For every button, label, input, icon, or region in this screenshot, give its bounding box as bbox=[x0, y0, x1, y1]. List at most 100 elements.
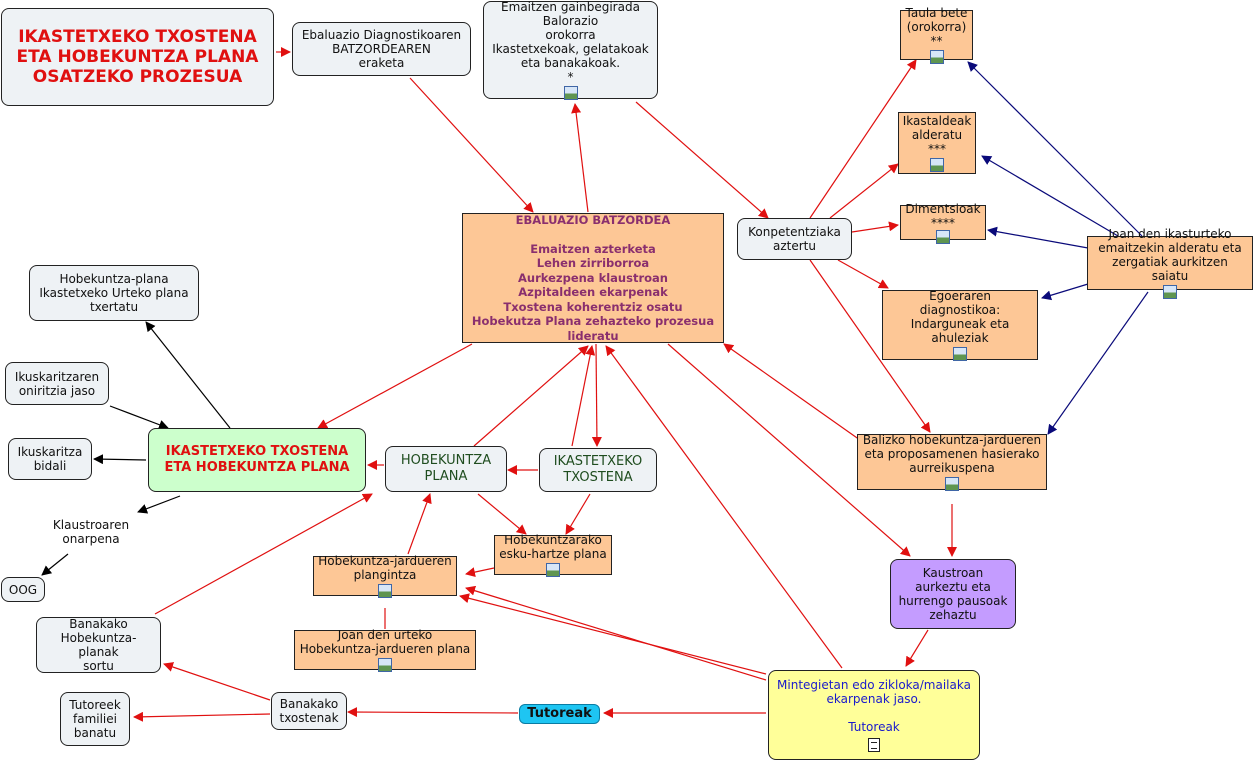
mintegietan-label: Mintegietan edo zikloka/mailaka ekarpena… bbox=[777, 678, 971, 734]
tutoreek-familiei-label: Tutoreek familiei banatu bbox=[69, 698, 121, 740]
taula-bete-node[interactable]: Taula bete (orokorra) ** bbox=[900, 6, 973, 64]
urteko-plana-label: Hobekuntza-plana Ikastetxeko Urteko plan… bbox=[39, 272, 189, 314]
link-mintegietan-to-plangintza-a bbox=[465, 585, 767, 681]
link-mintegietan-to-plangintza-b bbox=[459, 593, 767, 675]
hobekuntza-plana-label: HOBEKUNTZA PLANA bbox=[400, 453, 492, 484]
link-joan-to-balizko bbox=[1047, 291, 1149, 435]
link-eraketa-to-batzordea bbox=[409, 77, 534, 213]
ikastaldeak-node[interactable]: Ikastaldeak alderatu *** bbox=[898, 112, 976, 174]
link-mintegietan-to-batzordea bbox=[605, 345, 843, 669]
banakako-planak-label: Banakako Hobekuntza-planak sortu bbox=[60, 617, 137, 673]
txosten-plana-label: IKASTETXEKO TXOSTENA ETA HOBEKUNTZA PLAN… bbox=[164, 444, 350, 475]
banakako-planak-node[interactable]: Banakako Hobekuntza-planak sortu bbox=[36, 617, 161, 673]
ikastetxeko-txostena-node[interactable]: IKASTETXEKO TXOSTENA bbox=[539, 448, 657, 492]
image-icon[interactable] bbox=[929, 50, 944, 64]
link-ikastetxeko-to-eskuhartze bbox=[565, 493, 591, 535]
kaustroan-node[interactable]: Kaustroan aurkeztu eta hurrengo pausoak … bbox=[890, 559, 1016, 629]
image-icon[interactable] bbox=[1163, 285, 1177, 299]
dimentsioak-label: Dimentsioak **** bbox=[905, 201, 981, 230]
image-icon[interactable] bbox=[546, 563, 560, 577]
link-txostenak-to-banakako-planak bbox=[163, 662, 271, 701]
link-txosten-plana-to-klaustro bbox=[137, 495, 181, 514]
link-batzordea-to-kaustroan bbox=[667, 343, 911, 557]
tutoreak-label: Tutoreak bbox=[527, 706, 592, 721]
urteko-plana-node[interactable]: Hobekuntza-plana Ikastetxeko Urteko plan… bbox=[29, 265, 199, 321]
image-icon[interactable] bbox=[378, 584, 392, 598]
banakako-txostenak-node[interactable]: Banakako txostenak bbox=[271, 692, 347, 730]
link-batzordea-to-txosten-plana bbox=[317, 343, 473, 429]
batzorde-eraketa-label: Ebaluazio Diagnostikoaren BATZORDEAREN e… bbox=[301, 28, 462, 70]
esku-hartze-node[interactable]: Hobekuntzarako esku-hartze plana bbox=[494, 533, 612, 577]
link-oniritzia-to-txosten-plana bbox=[109, 405, 169, 430]
link-balizko-to-batzordea bbox=[723, 343, 861, 441]
ebaluazio-batzordea-label: EBALUAZIO BATZORDEA Emaitzen azterketa L… bbox=[471, 212, 715, 343]
link-batzordea-to-emaitzak bbox=[571, 103, 589, 213]
link-klaustro-to-oog bbox=[41, 553, 69, 576]
image-icon[interactable] bbox=[563, 86, 578, 100]
balizko-hobekuntza-label: Balizko hobekuntza-jardueren eta proposa… bbox=[862, 433, 1042, 475]
link-joan-to-dimentsioak bbox=[987, 226, 1089, 249]
joan-den-urteko-node[interactable]: Joan den urteko Hobekuntza-jardueren pla… bbox=[294, 628, 476, 672]
ikuskaritza-oniritzia-label: Ikuskaritzaren oniritzia jaso bbox=[14, 369, 100, 398]
banakako-txostenak-label: Banakako txostenak bbox=[279, 697, 339, 725]
joan-den-ikasturtea-label: Joan den ikasturteko emaitzekin alderatu… bbox=[1098, 227, 1242, 283]
link-eskuhartze-to-plangintza bbox=[465, 567, 495, 578]
link-konp-to-ikastaldeak bbox=[829, 163, 899, 219]
ikuskaritza-bidali-label: Ikuskaritza bidali bbox=[17, 445, 83, 473]
link-joan-to-egoeraren bbox=[1041, 283, 1089, 301]
link-konp-to-egoeraren bbox=[837, 259, 889, 289]
kaustroan-label: Kaustroan aurkeztu eta hurrengo pausoak … bbox=[898, 566, 1008, 622]
ebaluazio-batzordea-node[interactable]: EBALUAZIO BATZORDEA Emaitzen azterketa L… bbox=[462, 213, 724, 343]
image-icon[interactable] bbox=[936, 229, 950, 244]
balizko-hobekuntza-node[interactable]: Balizko hobekuntza-jardueren eta proposa… bbox=[857, 433, 1047, 491]
main-title-text: IKASTETXEKO TXOSTENA ETA HOBEKUNTZA PLAN… bbox=[16, 27, 259, 87]
link-hobekuntza-to-eskuhartze bbox=[477, 493, 527, 535]
oog-node[interactable]: OOG bbox=[1, 577, 45, 602]
link-emaitzak-to-konpetentziak bbox=[635, 101, 769, 219]
link-txosten-plana-to-bidali bbox=[93, 454, 147, 465]
link-batzordea-to-ikastetxeko bbox=[591, 343, 602, 447]
ikastaldeak-label: Ikastaldeak alderatu *** bbox=[902, 114, 972, 156]
emaitzen-gainbegirada-node[interactable]: Emaitzen gainbegirada Balorazio orokorra… bbox=[483, 0, 658, 100]
tutoreak-node[interactable]: Tutoreak bbox=[519, 704, 600, 724]
oog-label: OOG bbox=[8, 582, 38, 597]
link-konp-to-dimentsioak bbox=[851, 221, 899, 233]
klaustro-onarpena-label: Klaustroaren onarpena bbox=[52, 518, 130, 546]
link-txostenak-to-familiei bbox=[133, 711, 271, 722]
esku-hartze-label: Hobekuntzarako esku-hartze plana bbox=[499, 533, 607, 561]
image-icon[interactable] bbox=[945, 477, 959, 491]
image-icon[interactable] bbox=[378, 658, 392, 672]
egoeraren-diagnostikoa-label: Egoeraren diagnostikoa: Indarguneak eta … bbox=[910, 289, 1010, 345]
link-joan-to-taula bbox=[967, 61, 1143, 237]
main-title: IKASTETXEKO TXOSTENA ETA HOBEKUNTZA PLAN… bbox=[1, 8, 274, 106]
hobekuntza-plana-node[interactable]: HOBEKUNTZA PLANA bbox=[385, 446, 507, 492]
konpetentziak-node[interactable]: Konpetentziaka aztertu bbox=[737, 218, 852, 260]
link-kaustroan-to-mintegietan bbox=[905, 629, 929, 667]
mintegietan-node[interactable]: Mintegietan edo zikloka/mailaka ekarpena… bbox=[768, 670, 980, 760]
tutoreek-familiei-node[interactable]: Tutoreek familiei banatu bbox=[60, 692, 130, 746]
klaustro-onarpena-node[interactable]: Klaustroaren onarpena bbox=[40, 515, 142, 549]
egoeraren-diagnostikoa-node[interactable]: Egoeraren diagnostikoa: Indarguneak eta … bbox=[882, 289, 1038, 361]
dimentsioak-node[interactable]: Dimentsioak **** bbox=[900, 201, 986, 244]
image-icon[interactable] bbox=[953, 347, 967, 361]
plangintza-node[interactable]: Hobekuntza-jardueren plangintza bbox=[313, 554, 457, 598]
link-konp-to-balizko bbox=[809, 259, 931, 433]
image-icon[interactable] bbox=[930, 158, 944, 172]
link-hobekuntza-to-batzordea bbox=[473, 345, 589, 447]
txosten-plana-node[interactable]: IKASTETXEKO TXOSTENA ETA HOBEKUNTZA PLAN… bbox=[148, 428, 366, 492]
link-konp-to-taula bbox=[809, 59, 917, 219]
ikuskaritza-bidali-node[interactable]: Ikuskaritza bidali bbox=[8, 438, 92, 480]
link-tutoreak-to-txostenak bbox=[347, 707, 519, 718]
batzorde-eraketa-node[interactable]: Ebaluazio Diagnostikoaren BATZORDEAREN e… bbox=[292, 22, 471, 76]
joan-den-ikasturtea-node[interactable]: Joan den ikasturteko emaitzekin alderatu… bbox=[1087, 227, 1253, 299]
konpetentziak-label: Konpetentziaka aztertu bbox=[748, 225, 841, 253]
taula-bete-label: Taula bete (orokorra) ** bbox=[905, 6, 968, 48]
link-banakako-planak-to-txosten-plana bbox=[154, 493, 373, 615]
plangintza-label: Hobekuntza-jardueren plangintza bbox=[318, 554, 452, 582]
link-ikastetxeko-to-batzordea bbox=[571, 345, 596, 447]
note-icon[interactable] bbox=[868, 738, 880, 752]
ikastetxeko-txostena-label: IKASTETXEKO TXOSTENA bbox=[553, 454, 643, 485]
ikuskaritza-oniritzia-node[interactable]: Ikuskaritzaren oniritzia jaso bbox=[5, 362, 109, 405]
link-txosten-plana-to-urteko bbox=[145, 321, 231, 429]
